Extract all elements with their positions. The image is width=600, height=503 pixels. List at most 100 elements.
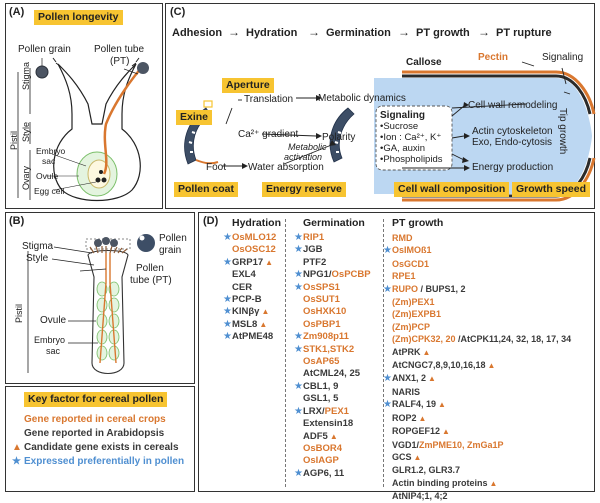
callose-label: Callose xyxy=(406,57,442,68)
panel-a: (A) Pollen longevity Pollen grain Pollen… xyxy=(5,3,163,209)
stage-hydration: Hydration xyxy=(246,27,298,39)
pollen-grain-on-stigma xyxy=(137,62,149,74)
gene-name: LRX xyxy=(303,405,322,417)
pistil-b-outline xyxy=(87,249,129,375)
cell-wall-remodeling-label: Cell wall remodeling xyxy=(468,100,558,111)
gene-name: AtPME48 xyxy=(232,331,274,343)
gene-name: PEX1 xyxy=(324,405,349,417)
gene-entry: ★RIP1 xyxy=(294,232,371,244)
gene-entry: ★PCP-B xyxy=(223,294,281,306)
gene-name: OsMLO12 xyxy=(232,232,277,243)
gene-entry: PTF2 xyxy=(303,257,371,269)
gene-name: (Zm)PEX1 xyxy=(392,297,435,308)
gene-entry: ★JGB xyxy=(294,244,371,256)
signaling-item-sucrose: •Sucrose xyxy=(380,121,419,132)
star-icon: ★ xyxy=(223,294,232,306)
star-icon: ★ xyxy=(294,380,303,392)
gene-name: OsSPS1 xyxy=(303,281,340,293)
b-pistil-label: Pistil xyxy=(14,303,24,323)
gene-entry: Extensin18 xyxy=(303,418,371,430)
pistil-label: Pistil xyxy=(9,130,19,150)
triangle-icon: ▲ xyxy=(259,319,268,329)
gene-entry: Actin binding proteins▲ xyxy=(392,477,571,490)
gene-entry: ★OsSPS1 xyxy=(294,281,371,294)
panel-b-label: (B) xyxy=(9,215,25,227)
gene-name: GLR1.2, GLR3.7 xyxy=(392,465,461,476)
water-absorption-label: Water absorption xyxy=(248,162,324,173)
gene-entry: ★STK1,STK2 xyxy=(294,344,371,356)
pollen-tube-path xyxy=(102,67,142,175)
metabolic-dynamics-label: Metabolic dynamics xyxy=(318,93,406,104)
signaling-box xyxy=(375,105,453,171)
star-icon: ★ xyxy=(223,306,232,318)
ca-gradient-label: Ca²⁺ gradient xyxy=(238,129,299,140)
legend-item: Gene reported in cereal crops xyxy=(12,413,184,427)
gene-name: PCP-B xyxy=(232,294,262,306)
b-ovule-label: Ovule xyxy=(40,315,67,326)
gene-entry: OsBOR4 xyxy=(303,443,371,455)
gene-name: AtCML24, 25 xyxy=(303,368,361,380)
gene-name: RUPO xyxy=(392,283,419,294)
embryo-sac-label-2: sac xyxy=(42,156,56,166)
pistil-diagram-b xyxy=(27,234,155,375)
embryo-sac-label-1: Embryo xyxy=(36,146,66,156)
gene-entry: AtNIP4;1, 4;2 xyxy=(392,490,571,502)
b-pollen-tube-label-1: Pollen xyxy=(136,263,164,274)
actin-label: Actin cytoskeleton xyxy=(472,126,553,137)
gene-entry: ★AGP6, 11 xyxy=(294,468,371,480)
gene-name: OsSUT1 xyxy=(303,294,340,306)
gene-entry: OsOSC12 xyxy=(232,244,281,256)
star-icon: ★ xyxy=(223,318,232,330)
b-pollen-grain-label-1: Pollen xyxy=(159,233,187,244)
column-divider-2 xyxy=(383,219,384,487)
callose-wall-top xyxy=(402,74,592,115)
stage-germination: Germination xyxy=(326,27,391,39)
gene-name: Zm908p11 xyxy=(303,331,349,343)
gene-entry: NARIS xyxy=(392,386,571,398)
panel-c-label: (C) xyxy=(170,6,186,18)
gene-entry: OsPBP1 xyxy=(303,319,371,331)
b-pollen-tube-label-2: tube (PT) xyxy=(130,275,172,286)
energy-reserve-box: Energy reserve xyxy=(262,182,346,197)
legend-text: Candidate gene exists in cereals xyxy=(24,442,179,453)
star-icon: ★ xyxy=(294,405,303,417)
exine-box: Exine xyxy=(176,110,213,125)
legend-text: Gene reported in cereal crops xyxy=(24,414,166,425)
panel-c: (C) Adhesion → Hydration → Germination →… xyxy=(165,3,596,209)
triangle-icon: ▲ xyxy=(261,307,270,317)
star-icon: ★ xyxy=(294,232,303,243)
gene-name: OsAP65 xyxy=(303,356,340,368)
gene-name: AtNIP4;1, 4;2 xyxy=(392,491,448,502)
germination-header: Germination xyxy=(303,217,365,229)
legend-item: ▲Candidate gene exists in cereals xyxy=(12,441,184,455)
gene-entry: AtPRK▲ xyxy=(392,346,571,359)
star-icon: ★ xyxy=(12,456,21,467)
gene-name: RMD xyxy=(392,233,413,243)
panel-b: (B) Stigma S xyxy=(5,212,195,384)
gene-name: JGB xyxy=(303,244,323,256)
pollen-grain-shape xyxy=(36,66,48,78)
gene-entry: GSL1, 5 xyxy=(303,393,371,405)
polarity-arc xyxy=(329,107,355,163)
gene-entry: RPE1 xyxy=(392,270,571,282)
triangle-icon: ▲ xyxy=(438,400,446,410)
gene-name: KINβγ xyxy=(232,306,260,318)
gene-entry: ★AtPME48 xyxy=(223,331,281,343)
stage-arrow-3: → xyxy=(398,25,410,39)
gene-name: /AtCPK11,24, 32, 18, 17, 34 xyxy=(455,334,572,345)
gene-name: AtPRK xyxy=(392,346,421,357)
gene-entry: ★OsIMOß1 xyxy=(383,244,571,257)
legend-item: Gene reported in Arabidopsis xyxy=(12,427,184,441)
gene-entry: GCS▲ xyxy=(392,451,571,464)
stigma-label: Stigma xyxy=(21,61,31,90)
foot-label: Foot xyxy=(206,162,227,173)
triangle-icon: ▲ xyxy=(489,478,498,488)
stage-arrow-4: → xyxy=(478,25,490,39)
legend-text: Expressed preferentially in pollen xyxy=(24,456,185,467)
gene-name: ROP2 xyxy=(392,412,417,423)
star-icon: ★ xyxy=(294,244,303,256)
gene-name: OsBOR4 xyxy=(303,442,343,454)
ovule-label: Ovule xyxy=(36,171,59,181)
